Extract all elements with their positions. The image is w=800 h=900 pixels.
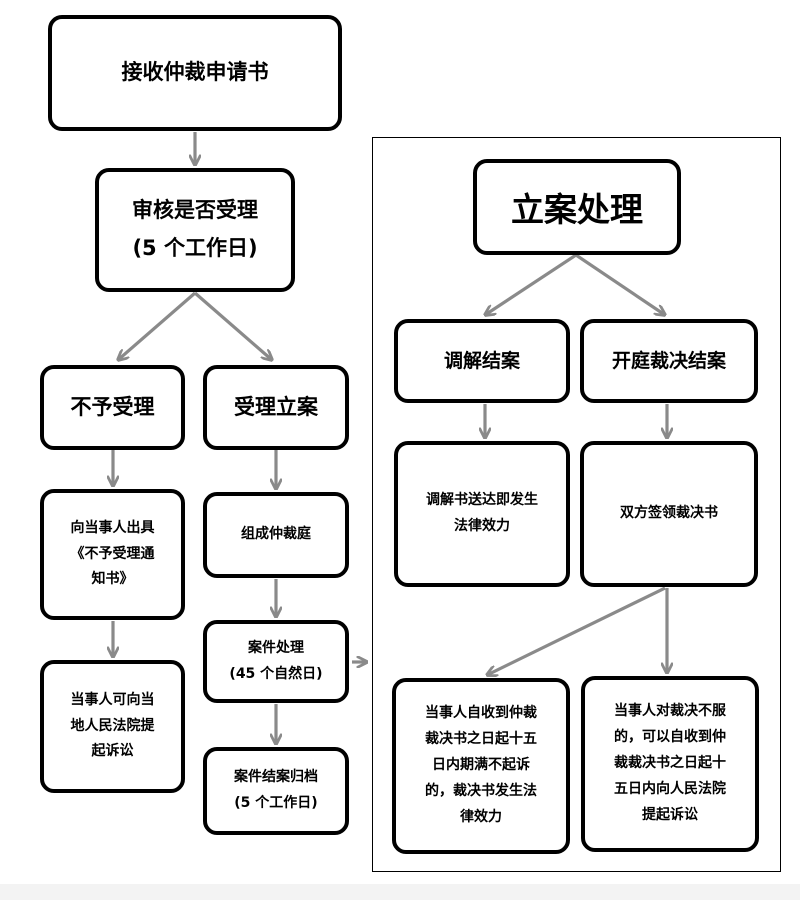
node-review-acceptance-label: 审核是否受理 (5 个工作日) <box>132 198 258 260</box>
arrow-review-accept <box>193 291 272 360</box>
node-award-appeal-label: 当事人对裁决不服 的，可以自收到仲 裁裁决书之日起十 五日内向人民法院 提起诉讼 <box>614 703 726 823</box>
node-reject: 不予受理 <box>40 365 185 450</box>
node-hearing-award-close: 开庭裁决结案 <box>580 319 758 403</box>
node-receive-application-label: 接收仲裁申请书 <box>121 60 269 85</box>
case-processing-panel <box>372 137 781 872</box>
node-reject-notice-label: 向当事人出具 《不予受理通 知书》 <box>70 519 155 588</box>
node-case-processing-label: 立案处理 <box>511 190 643 229</box>
node-sign-award-label: 双方签领裁决书 <box>620 505 718 522</box>
node-case-handling-label: 案件处理 (45 个自然日) <box>229 639 323 682</box>
node-award-appeal: 当事人对裁决不服 的，可以自收到仲 裁裁决书之日起十 五日内向人民法院 提起诉讼 <box>581 676 759 852</box>
arrow-case-mediation <box>485 253 577 315</box>
node-accept-register-label: 受理立案 <box>234 394 318 419</box>
node-hearing-award-close-label: 开庭裁决结案 <box>611 349 726 372</box>
node-form-tribunal-label: 组成仲裁庭 <box>241 526 311 543</box>
arrow-sign-effect <box>487 586 666 675</box>
node-mediation-close: 调解结案 <box>394 319 570 403</box>
node-case-processing: 立案处理 <box>473 159 681 255</box>
bottom-strip <box>0 884 800 900</box>
node-form-tribunal: 组成仲裁庭 <box>203 492 349 578</box>
node-case-archive-label: 案件结案归档 (5 个工作日) <box>234 769 318 811</box>
node-mediation-effect: 调解书送达即发生 法律效力 <box>394 441 570 587</box>
arrow-review-reject <box>118 291 197 360</box>
node-accept-register: 受理立案 <box>203 365 349 450</box>
node-award-effect-label: 当事人自收到仲裁 裁决书之日起十五 日内期满不起诉 的，裁决书发生法 律效力 <box>425 705 537 825</box>
node-reject-notice: 向当事人出具 《不予受理通 知书》 <box>40 489 185 620</box>
node-receive-application: 接收仲裁申请书 <box>48 15 342 131</box>
node-case-archive: 案件结案归档 (5 个工作日) <box>203 747 349 835</box>
node-reject-label: 不予受理 <box>70 394 155 419</box>
node-mediation-effect-label: 调解书送达即发生 法律效力 <box>426 492 538 534</box>
node-sign-award: 双方签领裁决书 <box>580 441 758 587</box>
node-award-effect: 当事人自收到仲裁 裁决书之日起十五 日内期满不起诉 的，裁决书发生法 律效力 <box>392 678 570 854</box>
node-reject-lawsuit-label: 当事人可向当 地人民法院提 起诉讼 <box>70 691 155 760</box>
arrow-case-hearing <box>575 253 665 315</box>
node-mediation-close-label: 调解结案 <box>443 349 520 372</box>
node-review-acceptance: 审核是否受理 (5 个工作日) <box>95 168 295 292</box>
node-reject-lawsuit: 当事人可向当 地人民法院提 起诉讼 <box>40 660 185 793</box>
node-case-handling: 案件处理 (45 个自然日) <box>203 620 349 703</box>
